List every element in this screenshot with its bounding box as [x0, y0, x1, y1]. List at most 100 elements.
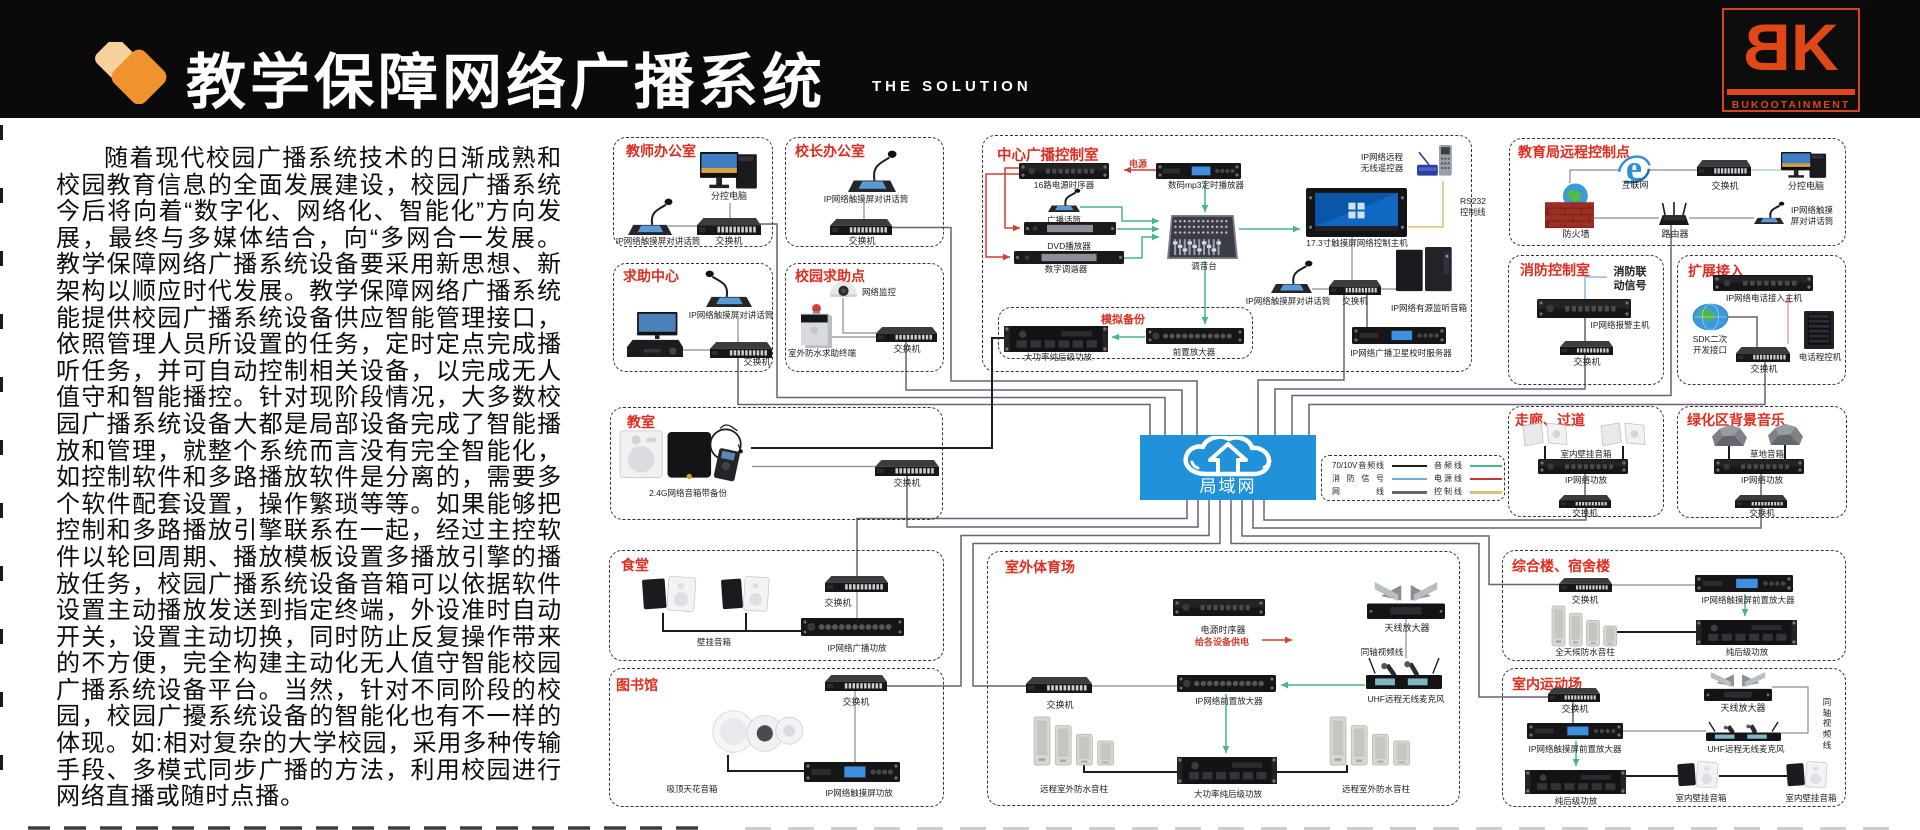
device-label: 防火墙 [1562, 229, 1590, 239]
device-label: UHF远程无线麦克风 [1367, 694, 1445, 704]
connection-line-blk [727, 755, 804, 772]
device-lawn-speaker [1768, 424, 1803, 445]
legend-line-swatch [1392, 491, 1427, 494]
device-mixing-console [1167, 215, 1238, 259]
device-label: IP网络广播功放 [827, 643, 887, 653]
zone-title-complex-dorm: 综合楼、宿舍楼 [1512, 558, 1610, 574]
device-network-switch [1329, 280, 1381, 295]
connection-line-red [1004, 167, 1020, 229]
device-label: 交换机 [893, 478, 921, 488]
device-high-power-amplifier [1004, 326, 1108, 352]
device-label: 16路电源时序器 [1033, 180, 1095, 190]
connection-line-net [887, 499, 1210, 687]
bk-logo-letters: BK [1748, 10, 1838, 84]
zone-title-campus-help: 校园求助点 [795, 268, 865, 284]
connection-line-net [972, 499, 1221, 687]
legend-label: 网线 [1332, 487, 1384, 497]
device-waterproof-column-speakers [1033, 716, 1114, 766]
device-ip-alarm-host [1537, 299, 1631, 318]
device-satellite-time-server [1352, 327, 1446, 344]
device-label: 交换机 [743, 357, 771, 367]
device-all-weather-column-speakers [1551, 605, 1618, 647]
device-label: 交换机 [1750, 364, 1778, 374]
device-network-switch [697, 218, 761, 235]
device-label: DVD播放器 [1047, 241, 1091, 251]
device-network-switch [1559, 578, 1612, 592]
connection-line-net [892, 226, 1198, 435]
bk-brand-logo: BK BUKOOTAINMENT [1722, 8, 1860, 112]
device-broadcast-mic [1048, 188, 1081, 212]
device-firewall [1545, 183, 1594, 229]
intro-paragraph: 随着现代校园广播系统技术的日渐成熟和校园教育信息的全面发展建设，校园广播系统今后… [56, 145, 562, 811]
connection-line-blk [1277, 765, 1348, 773]
device-label: 分控电脑 [710, 191, 748, 201]
device-label: 广播话筒 [1046, 215, 1082, 225]
device-label: 数字调谐器 [1044, 264, 1088, 274]
device-label: 天线放大器 [1384, 623, 1430, 633]
arrow-head [1293, 225, 1300, 233]
device-indoor-wall-speakers [1786, 761, 1828, 789]
zone-title-principal-office: 校长办公室 [795, 143, 865, 159]
connection-line-net [1728, 316, 1758, 347]
device-label: 全天候防水音柱 [1555, 647, 1615, 657]
device-mp3-timer-player [1156, 163, 1241, 179]
device-wireless-speaker-set [619, 424, 743, 482]
zone-title-classroom: 教室 [627, 414, 655, 430]
arrow-head [1152, 217, 1159, 225]
device-label: 交换机 [842, 697, 870, 707]
device-network-switch [1736, 347, 1790, 362]
device-label: IP网络功放 [1564, 475, 1608, 485]
device-label: 远程室外防水音柱 [1341, 784, 1411, 794]
legend-label: 控制线 [1434, 487, 1462, 497]
device-label: 室内壁挂音箱 [1560, 449, 1612, 459]
legend-line-swatch [1470, 478, 1502, 481]
connection-line-net [1274, 355, 1586, 435]
device-label: 同 轴 视 频 线 [1822, 697, 1832, 750]
device-label: 吸顶天花音箱 [666, 784, 718, 794]
connection-line-blk [662, 613, 801, 632]
device-label: 同轴视频线 [1360, 647, 1404, 657]
device-telephone-pbx-cabinet [1804, 311, 1834, 349]
connection-line-net [856, 499, 1188, 577]
device-network-switch [825, 675, 887, 691]
device-lawn-speaker [1712, 425, 1747, 446]
zone-box-canteen: 食堂 [609, 550, 944, 661]
device-power-sequencer-16ch [1019, 163, 1109, 179]
arrow-head [1152, 225, 1159, 233]
zone-box-library: 图书馆 [609, 668, 944, 807]
device-touchscreen-control-host [1306, 188, 1407, 237]
device-indoor-wall-speakers [1522, 422, 1568, 447]
device-network-switch [1548, 688, 1600, 702]
zone-box-green-area: 绿化区背景音乐 [1677, 406, 1847, 518]
connection-line-net [1252, 499, 1762, 529]
zone-title-edu-bureau: 教育局远程控制点 [1518, 144, 1630, 160]
device-pure-power-amplifier [1525, 770, 1626, 794]
zone-box-center-control: 中心广播控制室 [982, 135, 1472, 372]
device-digital-tuner [1014, 251, 1124, 264]
device-indoor-wall-speakers [1600, 422, 1646, 447]
device-sub-control-computer [1781, 152, 1827, 178]
device-label: 数码mp3定时播放器 [1167, 180, 1245, 190]
device-network-switch [710, 342, 772, 358]
device-uhf-wireless-mic [1706, 721, 1781, 741]
device-ip-network-preamplifier [1177, 675, 1276, 692]
device-label: 前置放大器 [1172, 347, 1216, 357]
device-label: IP网络电话接入主机 [1725, 293, 1803, 303]
device-label: IP网络触摸屏对讲话筒 [688, 310, 774, 320]
device-network-camera [830, 281, 857, 297]
legend-label: 70/10V音频线 [1332, 460, 1384, 470]
connection-line-gray [842, 298, 876, 334]
zone-title-canteen: 食堂 [621, 557, 649, 573]
arrow-head [1572, 759, 1580, 766]
zone-box-classroom: 教室 [610, 407, 943, 520]
connection-line-net [760, 223, 1166, 435]
device-label: 2.4G网络音箱带备份 [649, 488, 727, 498]
device-preamplifier [1146, 328, 1244, 344]
device-label: 电源 [1128, 159, 1148, 169]
zone-title-stadium: 室外体育场 [1005, 559, 1075, 575]
device-label: IP网络有源监听音箱 [1390, 303, 1468, 313]
zone-title-center-control: 中心广播控制室 [997, 148, 1099, 164]
device-antenna-amplifier [1704, 672, 1772, 701]
connection-line-net [905, 342, 1183, 435]
